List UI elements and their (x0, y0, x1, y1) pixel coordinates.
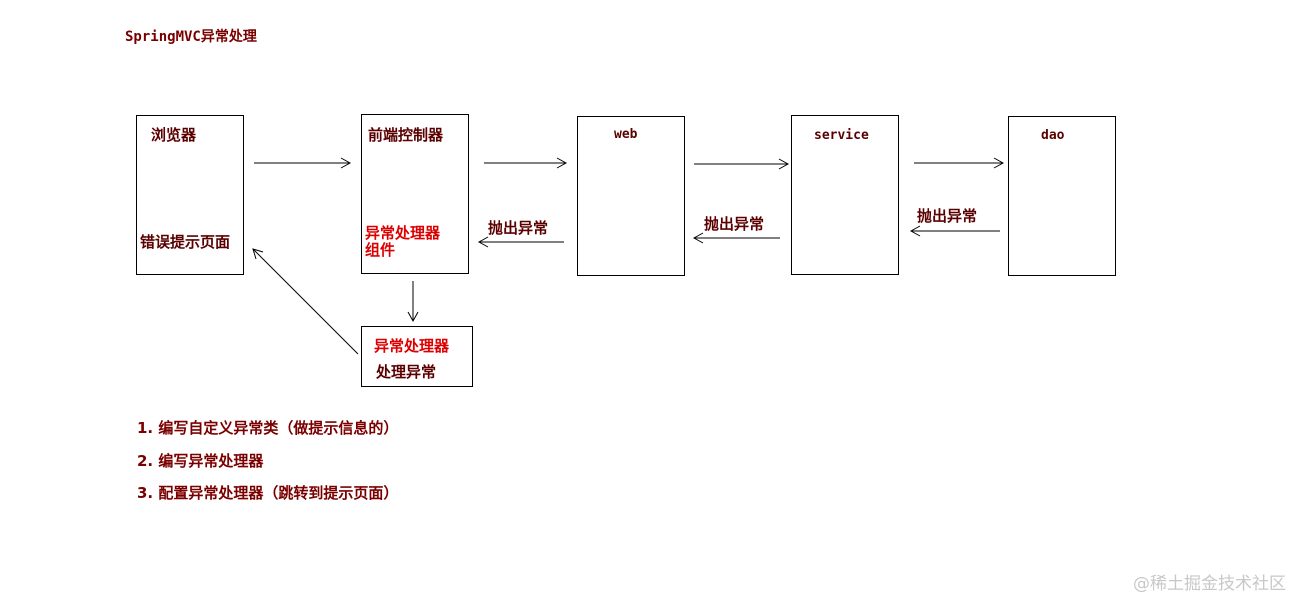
service-label: service (814, 128, 869, 143)
step-1: 1. 编写自定义异常类（做提示信息的） (137, 419, 399, 437)
arrow-service-to-dao (914, 157, 1005, 169)
step-3: 3. 配置异常处理器（跳转到提示页面） (137, 484, 399, 502)
front-controller-label: 前端控制器 (368, 126, 444, 144)
arrow-browser-to-front (254, 157, 352, 169)
exception-handler-component-line2: 组件 (365, 241, 396, 259)
exception-handler-box: 异常处理器 处理异常 (361, 326, 473, 387)
step-2: 2. 编写异常处理器 (137, 452, 264, 470)
arrow-service-to-web-exception (692, 232, 780, 244)
error-page-label: 错误提示页面 (140, 233, 231, 251)
arrow-dao-to-service-exception (909, 225, 1000, 237)
throw-exception-label-service: 抛出异常 (704, 215, 765, 233)
arrow-handler-to-browser (252, 248, 359, 355)
diagram-title: SpringMVC异常处理 (125, 29, 257, 45)
dao-box: dao (1008, 116, 1116, 276)
throw-exception-label-dao: 抛出异常 (917, 207, 978, 225)
arrow-web-to-front-exception (477, 236, 564, 248)
service-box: service (791, 115, 899, 275)
web-label: web (614, 127, 638, 142)
exception-handler-label: 异常处理器 (374, 337, 450, 355)
handle-exception-label: 处理异常 (376, 363, 437, 381)
arrow-web-to-service (694, 158, 790, 170)
front-controller-box: 前端控制器 异常处理器 组件 (361, 114, 469, 274)
throw-exception-label-web: 抛出异常 (488, 219, 549, 237)
exception-handler-component-line1: 异常处理器 (365, 224, 441, 242)
browser-box: 浏览器 错误提示页面 (136, 115, 244, 275)
arrow-front-to-web (484, 157, 568, 169)
watermark: @稀土掘金技术社区 (1133, 574, 1286, 594)
browser-label: 浏览器 (151, 126, 197, 144)
arrow-front-to-handler (407, 281, 419, 323)
dao-label: dao (1041, 128, 1065, 143)
web-box: web (577, 116, 685, 276)
